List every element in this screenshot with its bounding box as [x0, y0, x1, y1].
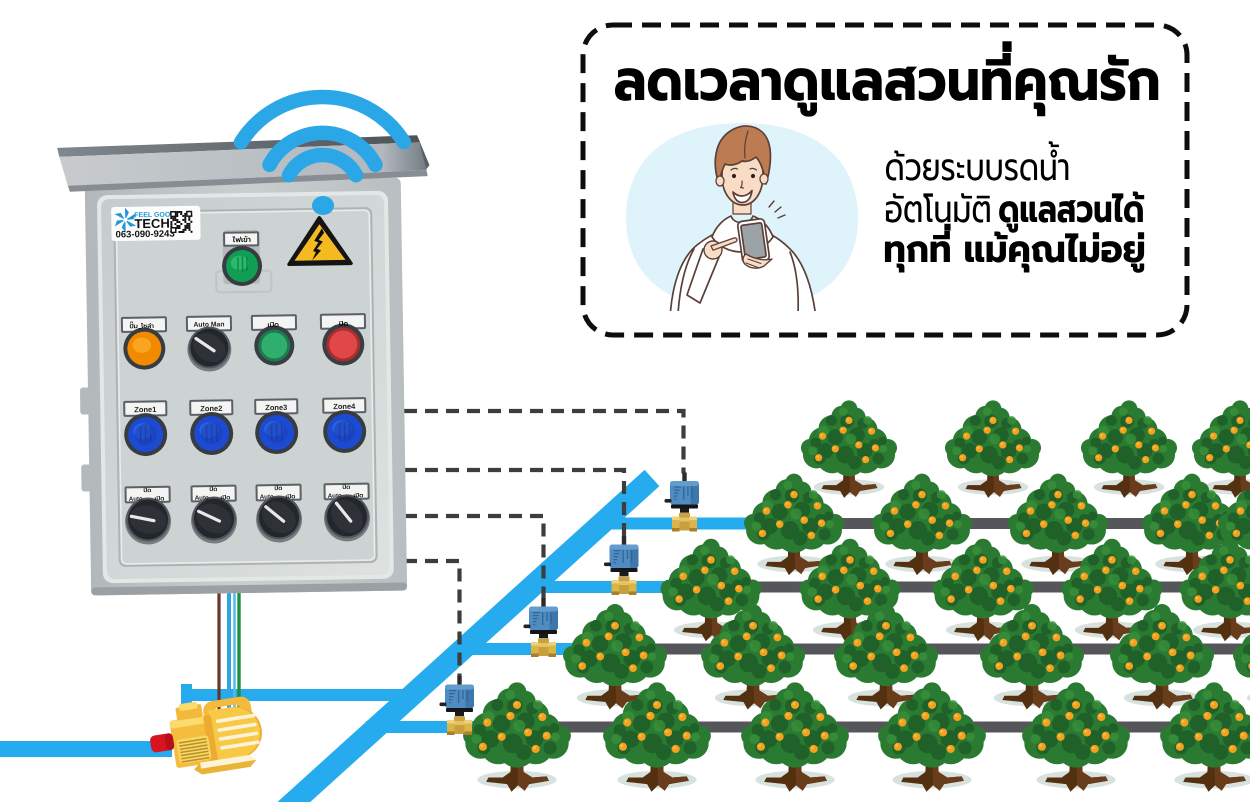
- svg-text:Auto: Auto: [260, 494, 274, 501]
- svg-text:Zone4: Zone4: [333, 402, 356, 411]
- svg-text:063-090-9243: 063-090-9243: [115, 229, 174, 241]
- svg-text:Zone2: Zone2: [200, 404, 222, 413]
- svg-text:FEEL GOOD: FEEL GOOD: [134, 212, 175, 220]
- svg-text:TECH: TECH: [134, 216, 170, 232]
- svg-text:Auto: Auto: [195, 495, 209, 502]
- svg-text:Auto: Auto: [129, 496, 143, 503]
- svg-text:Zone3: Zone3: [265, 403, 287, 412]
- svg-text:Auto: Auto: [328, 492, 342, 499]
- svg-text:Zone1: Zone1: [134, 405, 156, 414]
- svg-text:Auto Man: Auto Man: [193, 321, 224, 328]
